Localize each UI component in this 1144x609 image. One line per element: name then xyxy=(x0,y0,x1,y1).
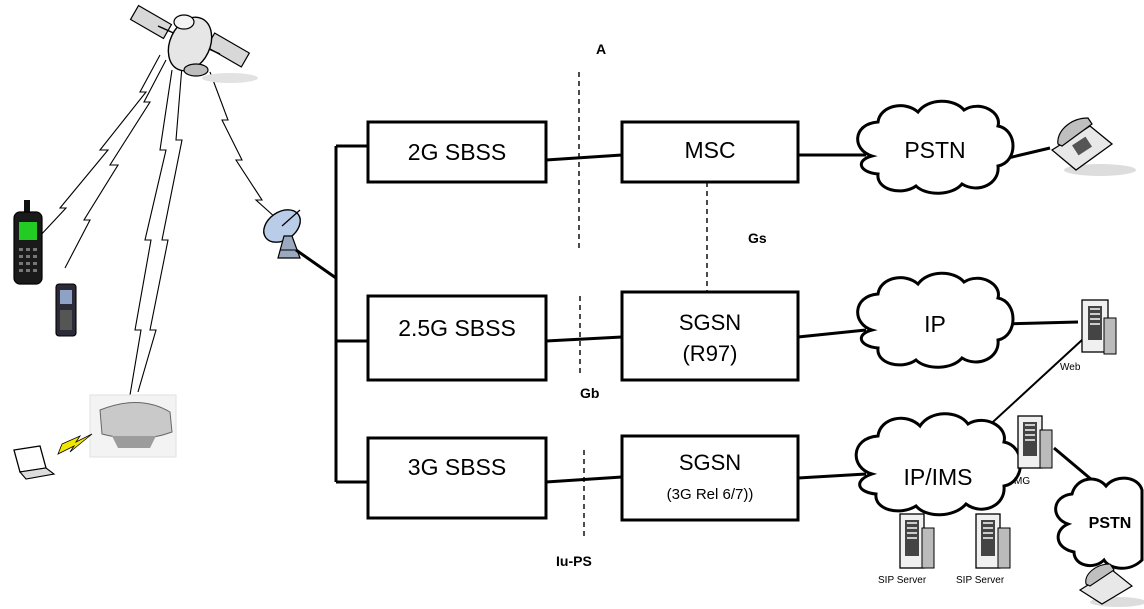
server-web-icon xyxy=(1081,299,1117,355)
node-sgsn-r97-label-2: (R97) xyxy=(682,341,737,366)
cloud-ip-label: IP xyxy=(924,311,946,337)
radio-links xyxy=(37,54,277,396)
interface-lines xyxy=(578,72,708,538)
node-sgsn-3g-label-2: (3G Rel 6/7)) xyxy=(667,486,754,503)
interface-iu-ps-label: Iu-PS xyxy=(556,553,592,569)
cloud-pstn-top: PSTN xyxy=(856,99,1015,195)
node-sgsn-3g: SGSN (3G Rel 6/7)) xyxy=(620,434,800,522)
lightning-icon xyxy=(57,433,93,455)
backbone xyxy=(295,144,368,484)
desk-telephone-icon xyxy=(1078,563,1144,607)
server-sip2-label: SIP Server xyxy=(956,575,1005,586)
node-sgsn-r97-label-1: SGSN xyxy=(679,310,741,335)
satellite-dish-icon xyxy=(263,209,301,259)
cloud-pstn-bottom: PSTN xyxy=(1054,476,1144,570)
cloud-ip-ims: IP/IMS xyxy=(854,412,1022,517)
satellite-terminal-icon xyxy=(89,394,177,458)
cloud-ip: IP xyxy=(856,271,1015,369)
cloud-ip-ims-label: IP/IMS xyxy=(903,464,972,490)
handheld-phone-icon xyxy=(55,283,77,337)
server-mg-label: MG xyxy=(1014,476,1030,487)
desk-telephone-icon xyxy=(1050,117,1136,176)
server-sip1-label: SIP Server xyxy=(878,575,927,586)
server-web-label: Web xyxy=(1060,362,1081,373)
node-msc-label: MSC xyxy=(684,137,735,163)
server-sip-icon xyxy=(975,513,1011,569)
interface-a-label: A xyxy=(596,41,606,57)
server-sip-icon xyxy=(899,513,935,569)
server-mg-icon xyxy=(1017,415,1053,469)
interface-gb-label: Gb xyxy=(580,385,599,401)
node-sgsn-3g-label-1: SGSN xyxy=(679,450,741,475)
satellite-icon xyxy=(129,4,258,83)
laptop-icon xyxy=(13,445,56,480)
node-3g-sbss-label: 3G SBSS xyxy=(408,454,506,480)
node-msc: MSC xyxy=(620,120,800,184)
node-2g-sbss: 2G SBSS xyxy=(366,120,548,184)
node-2g-sbss-label: 2G SBSS xyxy=(408,139,506,165)
cloud-pstn-bottom-label: PSTN xyxy=(1089,515,1132,532)
node-sgsn-r97: SGSN (R97) xyxy=(620,290,800,382)
node-3g-sbss: 3G SBSS xyxy=(366,436,548,520)
node-links xyxy=(545,146,1093,484)
node-25g-sbss-label: 2.5G SBSS xyxy=(398,315,516,341)
node-25g-sbss: 2.5G SBSS xyxy=(366,294,548,382)
interface-gs-label: Gs xyxy=(748,230,767,246)
mobile-phone-icon xyxy=(13,200,43,285)
cloud-pstn-top-label: PSTN xyxy=(904,137,965,163)
